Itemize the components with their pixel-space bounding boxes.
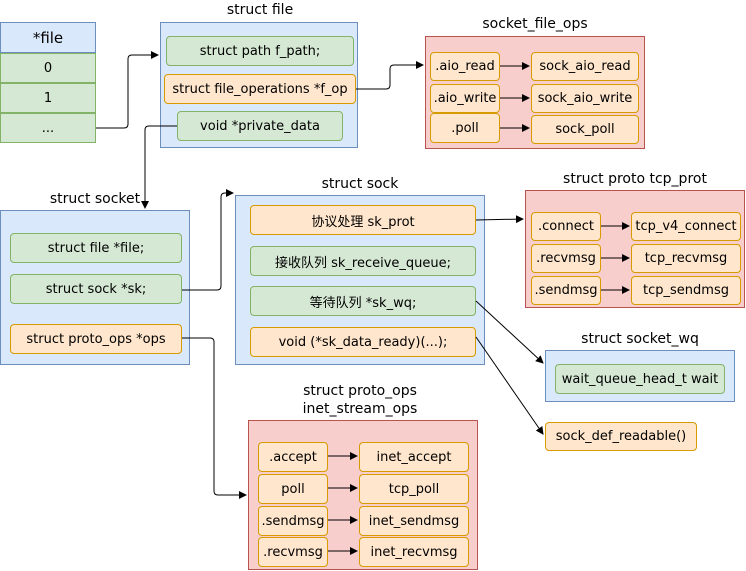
arrow-ops-to-inet-stream-ops bbox=[182, 337, 247, 499]
struct-sock-title: struct sock bbox=[321, 176, 399, 192]
file-array-item-1: 1 bbox=[0, 83, 96, 113]
inet-stream-ops-target-inet-recvmsg: inet_recvmsg bbox=[359, 537, 469, 567]
socket-file-label: struct file *file; bbox=[47, 240, 145, 256]
inet-stream-ops-field-recvmsg: .recvmsg bbox=[258, 537, 328, 567]
arrow-private-data-to-struct-socket bbox=[141, 125, 177, 209]
file-array-item-label: 1 bbox=[43, 90, 53, 106]
target-label: inet_recvmsg bbox=[370, 544, 458, 560]
target-label: sock_aio_write bbox=[537, 91, 633, 106]
tcp-prot-target-tcp-v4-connect: tcp_v4_connect bbox=[631, 212, 741, 241]
target-label: tcp_v4_connect bbox=[635, 219, 737, 234]
file-array-item-label: 0 bbox=[43, 60, 53, 76]
field-label: .recvmsg bbox=[536, 251, 596, 266]
tcp-prot-target-tcp-recvmsg: tcp_recvmsg bbox=[631, 244, 741, 273]
inet-stream-ops-title-line2: inet_stream_ops bbox=[302, 401, 418, 417]
field-label: .connect bbox=[538, 219, 594, 234]
field-label: .aio_read bbox=[435, 59, 495, 74]
socket-file-ops-field-aio-write: .aio_write bbox=[430, 84, 500, 113]
f-op-label: struct file_operations *f_op bbox=[172, 81, 348, 97]
field-label: .poll bbox=[451, 120, 479, 136]
sock-def-readable-label: sock_def_readable() bbox=[555, 429, 687, 444]
field-label: .aio_write bbox=[433, 91, 497, 106]
socket-file-ops-title: socket_file_ops bbox=[482, 16, 588, 32]
socket-wq-wait-label: wait_queue_head_t wait bbox=[561, 371, 719, 387]
tcp-prot-target-tcp-sendmsg: tcp_sendmsg bbox=[631, 276, 741, 305]
struct-sock-sk-data-ready: void (*sk_data_ready)(...); bbox=[250, 327, 476, 357]
socket-file-ops-target-sock-poll: sock_poll bbox=[531, 115, 639, 144]
field-label: .sendmsg bbox=[261, 513, 325, 529]
struct-sock-sk-receive-queue: 接收队列 sk_receive_queue; bbox=[250, 246, 476, 276]
struct-socket-sk: struct sock *sk; bbox=[10, 274, 182, 304]
arrow-sk-data-ready-to-sock-def-readable bbox=[475, 336, 544, 435]
private-data-label: void *private_data bbox=[200, 118, 320, 134]
field-label: .sendmsg bbox=[534, 283, 598, 298]
inet-stream-ops-field-accept: .accept bbox=[258, 442, 328, 472]
sk-wq-label: 等待队列 *sk_wq; bbox=[309, 295, 417, 311]
struct-socket-ops: struct proto_ops *ops bbox=[10, 324, 182, 354]
target-label: tcp_sendmsg bbox=[643, 283, 729, 298]
file-array-header-label: *file bbox=[32, 28, 64, 47]
struct-file-f-op: struct file_operations *f_op bbox=[164, 74, 356, 104]
file-array-item-2: ... bbox=[0, 113, 96, 143]
struct-socket-title: struct socket bbox=[49, 191, 141, 207]
arrow-file-array-to-struct-file bbox=[96, 51, 159, 129]
struct-file-f-path: struct path f_path; bbox=[166, 36, 354, 66]
tcp-prot-field-recvmsg: .recvmsg bbox=[531, 244, 601, 273]
struct-file-title: struct file bbox=[226, 2, 294, 18]
f-path-label: struct path f_path; bbox=[199, 43, 321, 59]
socket-file-ops-target-sock-aio-read: sock_aio_read bbox=[531, 52, 639, 81]
arrow-f-op-to-socket-file-ops bbox=[356, 61, 424, 90]
struct-sock-sk-wq: 等待队列 *sk_wq; bbox=[250, 286, 476, 316]
inet-stream-ops-title-line1: struct proto_ops bbox=[303, 383, 417, 399]
socket-file-ops-field-aio-read: .aio_read bbox=[430, 52, 500, 81]
tcp-prot-title: struct proto tcp_prot bbox=[563, 171, 707, 187]
target-label: inet_sendmsg bbox=[368, 513, 460, 529]
socket-file-ops-field-poll: .poll bbox=[430, 113, 500, 143]
struct-socket-file: struct file *file; bbox=[10, 233, 182, 263]
inet-stream-ops-target-tcp-poll: tcp_poll bbox=[359, 474, 469, 504]
sk-data-ready-label: void (*sk_data_ready)(...); bbox=[278, 334, 448, 350]
tcp-prot-field-connect: .connect bbox=[531, 212, 601, 241]
sk-receive-queue-label: 接收队列 sk_receive_queue; bbox=[274, 255, 452, 271]
file-array-item-0: 0 bbox=[0, 53, 96, 83]
target-label: inet_accept bbox=[376, 449, 452, 465]
field-label: .accept bbox=[269, 449, 317, 465]
field-label: poll bbox=[281, 481, 305, 497]
inet-stream-ops-target-inet-accept: inet_accept bbox=[359, 442, 469, 472]
target-label: tcp_recvmsg bbox=[644, 251, 728, 266]
socket-file-ops-target-sock-aio-write: sock_aio_write bbox=[531, 84, 639, 113]
target-label: sock_poll bbox=[555, 122, 615, 137]
inet-stream-ops-field-sendmsg: .sendmsg bbox=[258, 506, 328, 536]
arrow-sk-prot-to-tcp-prot bbox=[475, 215, 524, 224]
sock-def-readable-box: sock_def_readable() bbox=[545, 422, 697, 451]
file-array-header: *file bbox=[0, 22, 96, 53]
tcp-prot-field-sendmsg: .sendmsg bbox=[531, 276, 601, 305]
inet-stream-ops-target-inet-sendmsg: inet_sendmsg bbox=[359, 506, 469, 536]
struct-sock-sk-prot: 协议处理 sk_prot bbox=[250, 205, 476, 235]
socket-sk-label: struct sock *sk; bbox=[45, 281, 147, 297]
inet-stream-ops-field-poll: poll bbox=[258, 474, 328, 504]
file-array-item-label: ... bbox=[41, 120, 55, 136]
socket-wq-title: struct socket_wq bbox=[581, 331, 699, 347]
target-label: tcp_poll bbox=[388, 481, 440, 497]
arrow-sk-wq-to-socket-wq bbox=[475, 300, 544, 364]
socket-wq-wait: wait_queue_head_t wait bbox=[555, 364, 725, 394]
struct-file-private-data: void *private_data bbox=[177, 111, 343, 141]
target-label: sock_aio_read bbox=[539, 59, 631, 74]
socket-ops-label: struct proto_ops *ops bbox=[26, 331, 166, 347]
arrow-sk-to-struct-sock bbox=[182, 189, 234, 291]
sk-prot-label: 协议处理 sk_prot bbox=[311, 214, 415, 230]
field-label: .recvmsg bbox=[263, 544, 323, 560]
